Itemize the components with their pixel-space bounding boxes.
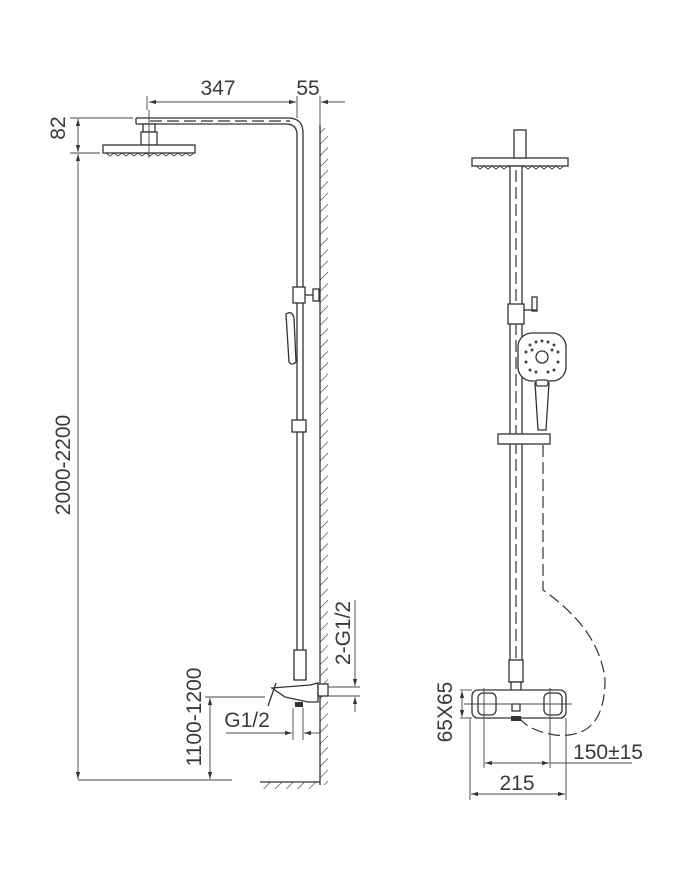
dim-inlet-thread: G1/2 [224,709,270,732]
dim-wall-offset: 55 [296,77,319,100]
wall-hatching [320,128,328,785]
thermostatic-mixer-side [270,682,319,703]
dim-arm-length: 347 [200,77,235,100]
shower-hose [517,445,606,736]
riser-joint-front [508,659,524,683]
riser-joint [293,649,307,681]
wall-bracket-front [507,303,525,325]
slide-holder [291,419,307,433]
slide-holder-front [497,433,551,445]
side-view: 347 55 82 2000-2200 1100-1200 G1/2 2-G1/… [47,77,360,789]
hand-shower-side [285,312,297,365]
rain-shower-head-front [471,157,569,167]
shower-arm-outer [136,117,304,655]
dim-wall-inlets: 2-G1/2 [332,601,355,665]
dim-mixer-width: 215 [499,772,534,795]
hand-shower-handle [534,382,550,431]
floor-hatching [260,782,320,789]
dim-mixer-height: 1100-1200 [183,668,206,767]
front-view: 65X65 150±15 215 [434,129,643,800]
dim-inlet-centers: 150±15 [573,741,643,764]
dim-total-height: 2000-2200 [52,415,75,515]
dim-head-height: 82 [47,116,70,139]
head-connector-front [513,129,527,159]
wall-bracket [292,286,306,304]
dim-mixer-size: 65X65 [434,682,457,743]
shower-arm-inner [136,123,298,655]
